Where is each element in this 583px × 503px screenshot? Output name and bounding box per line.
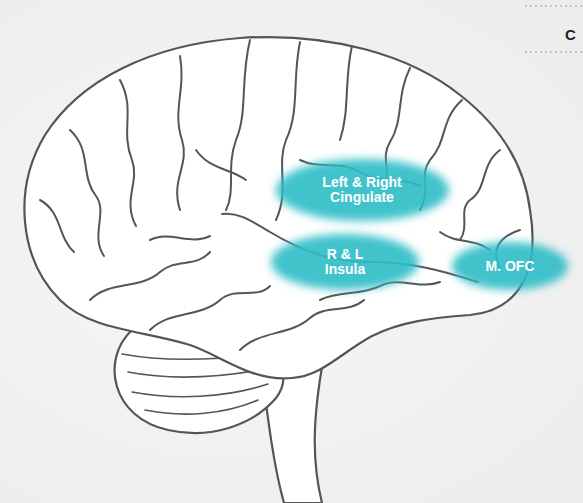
region-label: M. OFC <box>486 259 535 274</box>
highlight-region: R & L Insula <box>265 229 425 295</box>
cropped-heading: C <box>565 27 576 43</box>
dotted-rule <box>525 6 583 52</box>
highlight-region: Left & Right Cingulate <box>270 154 455 226</box>
cerebrum <box>24 37 532 378</box>
highlight-region: M. OFC <box>446 237 574 295</box>
region-label: Left & Right Cingulate <box>297 175 427 205</box>
region-label: R & L Insula <box>314 247 376 277</box>
